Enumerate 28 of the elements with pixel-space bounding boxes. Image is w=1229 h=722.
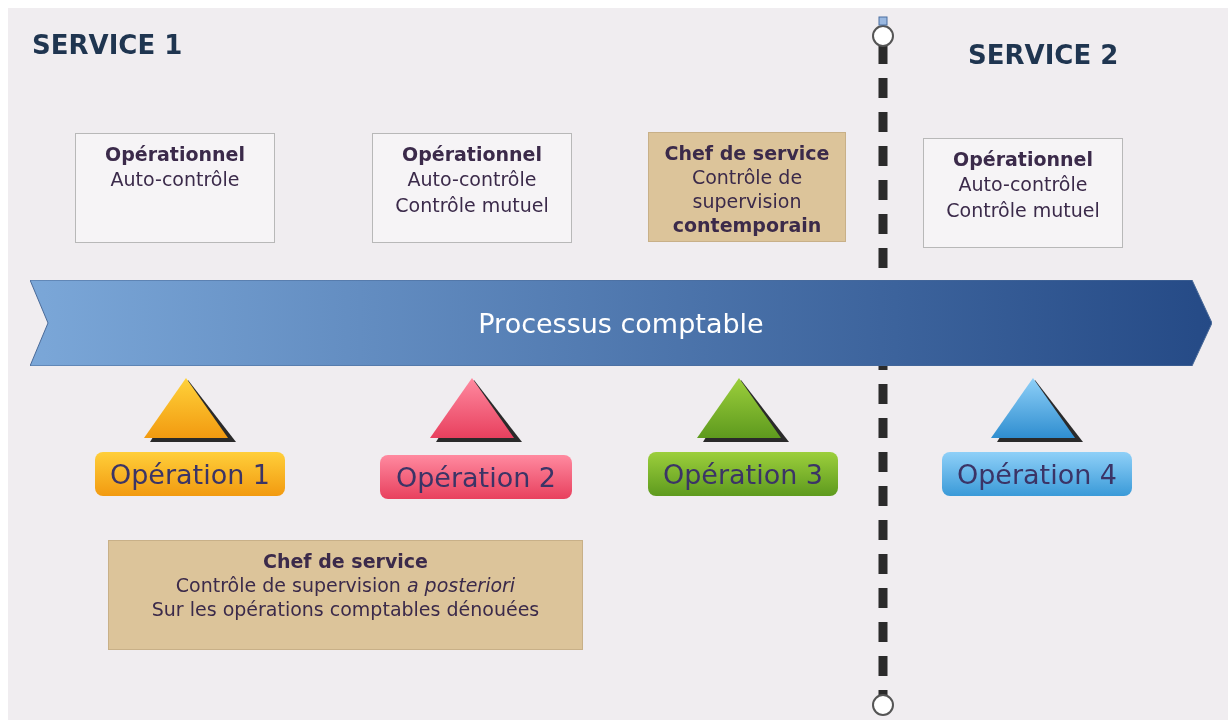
- box-text: Auto-contrôle Contrôle mutuel: [394, 167, 550, 218]
- box-heading: Opérationnel: [105, 142, 245, 166]
- box-heading: Chef de service: [263, 549, 428, 573]
- box-text: Contrôle de supervision contemporain: [671, 165, 823, 237]
- box-text: Auto-contrôle: [110, 167, 240, 192]
- operation-label: [942, 452, 1132, 496]
- section-heading: SERVICE 2: [968, 40, 1119, 70]
- operation-name: Opération 4: [956, 458, 1118, 490]
- operation-label: [380, 455, 572, 499]
- box-heading: Opérationnel: [953, 147, 1093, 171]
- operation-name: Opération 1: [109, 458, 271, 490]
- operation-label: [648, 452, 838, 496]
- box-text: Sur les opérations comptables dénouées: [151, 597, 540, 621]
- box-text: Auto-contrôle Contrôle mutuel: [945, 172, 1101, 223]
- note-box: [648, 132, 846, 242]
- box-heading: Opérationnel: [402, 142, 542, 166]
- operation-name: Opération 3: [662, 458, 824, 490]
- section-heading: SERVICE 1: [32, 30, 183, 60]
- box-heading: Chef de service: [664, 141, 830, 165]
- text-box: [923, 138, 1123, 248]
- operation-name: Opération 2: [395, 461, 557, 493]
- text-box: [75, 133, 275, 243]
- note-box: [108, 540, 583, 650]
- process-chevron: [30, 280, 1212, 366]
- band-label: Processus comptable: [478, 307, 764, 339]
- box-text: Contrôle de supervision a posteriori: [175, 573, 516, 597]
- text-box: [372, 133, 572, 243]
- operation-label: [95, 452, 285, 496]
